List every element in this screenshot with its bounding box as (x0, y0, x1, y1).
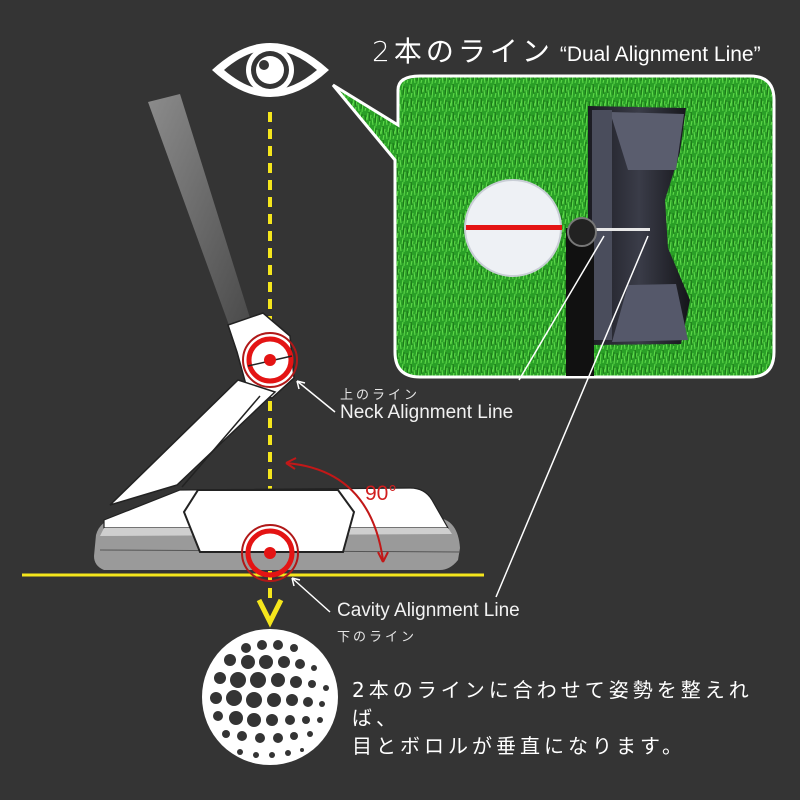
caption: 2本のラインに合わせて姿勢を整えれば、 目とボロルが垂直になります。 (352, 676, 800, 760)
cavity-label-japanese: 下のライン (337, 630, 418, 645)
putter-illustration (94, 94, 461, 570)
golf-ball-icon (202, 629, 338, 765)
angle-label: 90° (365, 482, 397, 505)
eye-icon (212, 43, 329, 97)
cavity-label-english: Cavity Alignment Line (337, 600, 520, 621)
caption-line-2: 目とボロルが垂直になります。 (352, 734, 686, 758)
cavity-target-icon (241, 524, 299, 582)
putter-on-grass-photo (331, 74, 776, 598)
title-english: “Dual Alignment Line” (559, 43, 761, 66)
neck-label-japanese: 上のライン (340, 388, 421, 403)
right-angle-arc (285, 457, 389, 563)
page-title: 2本のライン“Dual Alignment Line” (372, 30, 761, 70)
caption-line-1: 2本のラインに合わせて姿勢を整えれば、 (352, 678, 753, 730)
neck-target-icon (242, 332, 298, 388)
title-japanese: 2本のライン (372, 35, 554, 68)
neck-label-english: Neck Alignment Line (340, 402, 514, 423)
